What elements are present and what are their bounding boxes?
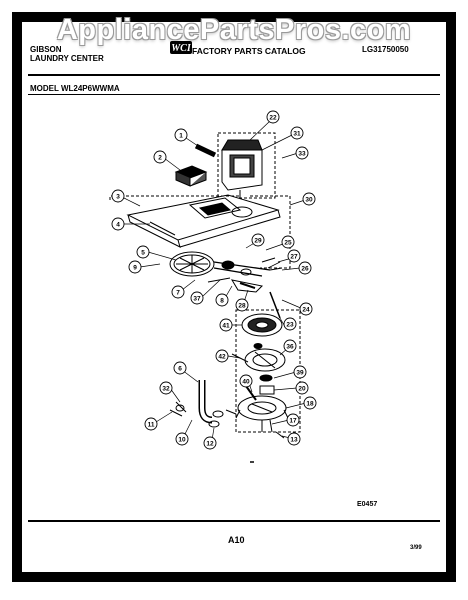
callout-28: 28	[238, 302, 246, 309]
callout-circle	[175, 432, 189, 446]
model-number: MODEL WL24P6WWMA	[30, 84, 120, 93]
callout-circle	[281, 235, 295, 249]
revision-date: 3/99	[410, 545, 422, 551]
drain-hose	[198, 380, 213, 424]
header-rule	[28, 74, 440, 76]
callout-circle	[144, 417, 158, 431]
callout-9: 9	[133, 264, 137, 271]
callout-circle	[286, 413, 300, 427]
callout-circle	[295, 146, 309, 160]
site-watermark: AppliancePartsPros.com	[56, 14, 412, 46]
callout-circle	[287, 249, 301, 263]
callout-circle	[287, 432, 301, 446]
page-number: A10	[228, 535, 245, 545]
callout-11: 11	[148, 421, 155, 428]
callout-circle	[299, 302, 313, 316]
callout-circle	[295, 381, 309, 395]
callout-circle	[251, 233, 265, 247]
callout-24: 24	[302, 306, 310, 313]
brand-name: GIBSON	[30, 45, 62, 54]
drive-motor	[221, 139, 263, 198]
catalog-sheet	[22, 22, 446, 572]
callout-5: 5	[141, 249, 145, 256]
callout-circle	[111, 217, 125, 231]
motor-mount-plate	[126, 194, 281, 248]
callout-circle	[203, 436, 217, 450]
catalog-title: FACTORY PARTS CATALOG	[192, 46, 306, 56]
callout-circle	[153, 150, 167, 164]
callout-17: 17	[289, 417, 297, 424]
callout-3: 3	[116, 193, 120, 200]
callout-33: 33	[298, 150, 306, 157]
callout-circle	[215, 293, 229, 307]
footer-rule	[28, 520, 440, 522]
callout-circle	[283, 339, 297, 353]
component-box	[174, 165, 208, 187]
callout-circle	[173, 361, 187, 375]
callout-39: 39	[296, 369, 304, 376]
callout-36: 36	[286, 343, 294, 350]
callout-circle	[174, 128, 188, 142]
callout-20: 20	[298, 385, 306, 392]
callout-27: 27	[290, 253, 298, 260]
callout-circle	[302, 192, 316, 206]
callout-22: 22	[269, 114, 277, 121]
callout-29: 29	[254, 237, 262, 244]
callout-37: 37	[193, 295, 201, 302]
callout-circle	[215, 349, 229, 363]
callout-circle	[235, 298, 249, 312]
callout-circle	[190, 291, 204, 305]
callout-13: 13	[290, 436, 298, 443]
callout-circle	[219, 318, 233, 332]
callout-26: 26	[301, 265, 309, 272]
callout-circle	[111, 189, 125, 203]
callout-circle	[298, 261, 312, 275]
diagram-code: E0457	[357, 501, 378, 508]
callout-32: 32	[162, 385, 170, 392]
logo-text: WCI	[171, 43, 192, 54]
drive-pulley	[169, 251, 271, 277]
callout-circle	[293, 365, 307, 379]
transmission-gear	[241, 313, 283, 337]
callout-23: 23	[286, 321, 294, 328]
cam-plate	[244, 348, 286, 372]
callout-circle	[290, 126, 304, 140]
model-rule	[28, 94, 440, 95]
callout-18: 18	[306, 400, 314, 407]
callout-2: 2	[158, 154, 162, 161]
wci-logo-icon: WCI	[170, 41, 192, 54]
gear-housing	[235, 395, 289, 421]
callout-41: 41	[222, 322, 230, 329]
callout-8: 8	[220, 297, 224, 304]
catalog-part-number: LG31750050	[362, 45, 409, 54]
callout-10: 10	[178, 436, 186, 443]
callout-circle	[171, 285, 185, 299]
callout-circle	[266, 110, 280, 124]
callout-circle	[283, 317, 297, 331]
product-name: LAUNDRY CENTER	[30, 54, 104, 63]
callout-42: 42	[218, 353, 226, 360]
callout-circle	[128, 260, 142, 274]
callout-40: 40	[242, 378, 250, 385]
capacitor	[194, 143, 217, 158]
callout-31: 31	[293, 130, 301, 137]
callout-4: 4	[116, 221, 120, 228]
callout-25: 25	[284, 239, 292, 246]
callout-circle	[136, 245, 150, 259]
callout-7: 7	[176, 289, 180, 296]
callout-1: 1	[179, 132, 183, 139]
callout-circle	[159, 381, 173, 395]
callout-circle	[239, 374, 253, 388]
callout-6: 6	[178, 365, 182, 372]
callout-30: 30	[305, 196, 313, 203]
callout-12: 12	[206, 440, 214, 447]
callout-circle	[303, 396, 317, 410]
